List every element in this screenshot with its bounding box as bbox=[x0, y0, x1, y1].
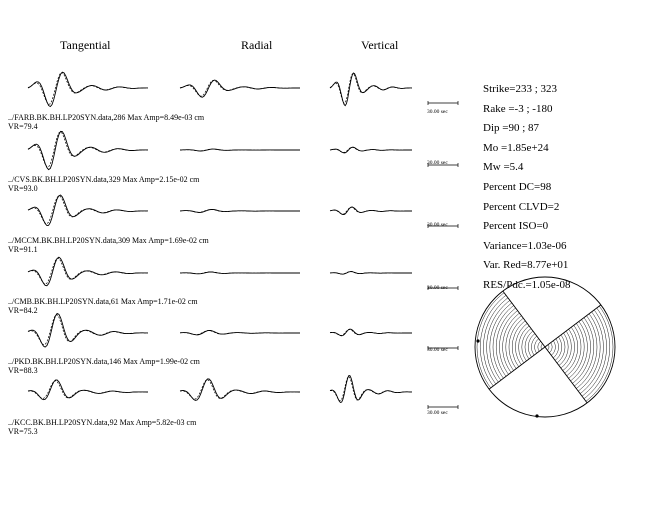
synthetic-trace bbox=[329, 206, 412, 215]
scale-bar bbox=[427, 346, 459, 350]
synthetic-trace bbox=[180, 271, 300, 275]
param-percent-iso: Percent ISO=0 bbox=[483, 220, 549, 233]
beachball-group bbox=[474, 276, 616, 418]
synthetic-trace bbox=[179, 80, 300, 97]
scale-bar-label: 30.00 sec bbox=[427, 410, 448, 416]
scale-bar-label: 30.00 sec bbox=[427, 160, 448, 166]
synthetic-trace bbox=[329, 146, 412, 153]
observed-trace bbox=[27, 379, 148, 401]
synthetic-trace bbox=[179, 209, 300, 213]
station-label: ../CVS.BK.BH.LP20SYN.data,329 Max Amp=2.… bbox=[8, 175, 200, 193]
station-label: ../MCCM.BK.BH.LP20SYN.data,309 Max Amp=1… bbox=[8, 236, 209, 254]
scale-bar bbox=[427, 286, 459, 290]
header-tangential: Tangential bbox=[60, 38, 111, 52]
synthetic-trace bbox=[179, 148, 300, 152]
scale-bar-label: 30.00 sec bbox=[427, 347, 448, 353]
synthetic-trace bbox=[27, 195, 148, 225]
synthetic-trace bbox=[329, 73, 412, 104]
synthetic-trace bbox=[329, 329, 412, 336]
scale-bar-label: 30.00 sec bbox=[427, 285, 448, 291]
observed-trace bbox=[27, 130, 148, 171]
scale-bar bbox=[427, 163, 459, 167]
station-label: ../KCC.BK.BH.LP20SYN.data,92 Max Amp=5.8… bbox=[8, 418, 197, 436]
header-radial: Radial bbox=[241, 38, 273, 52]
param-var-red: Var. Red=8.77e+01 bbox=[483, 259, 569, 272]
observed-trace bbox=[329, 375, 413, 404]
param-strike: Strike=233 ; 323 bbox=[483, 83, 558, 95]
param-res-pdc: RES/Pdc.=1.05e-08 bbox=[483, 278, 571, 291]
observed-trace bbox=[179, 378, 300, 401]
scale-bar bbox=[427, 224, 459, 228]
station-label: ../CMB.BK.BH.LP20SYN.data,61 Max Amp=1.7… bbox=[8, 297, 198, 315]
station-label: ../PKD.BK.BH.LP20SYN.data,146 Max Amp=1.… bbox=[8, 357, 200, 375]
p-axis-marker bbox=[476, 339, 480, 343]
nodal-plane bbox=[502, 290, 588, 404]
param-mo: Mo =1.85e+24 bbox=[483, 141, 549, 154]
t-axis-marker bbox=[535, 414, 539, 418]
synthetic-trace bbox=[27, 380, 148, 399]
synthetic-trace bbox=[27, 257, 149, 285]
beachball-outline bbox=[474, 276, 616, 418]
synthetic-trace bbox=[179, 330, 300, 335]
param-mw: Mw =5.4 bbox=[483, 161, 524, 174]
param-dip: Dip =90 ; 87 bbox=[483, 122, 540, 135]
synthetic-trace bbox=[329, 375, 412, 402]
scale-bar-label: 30.00 sec bbox=[427, 222, 448, 228]
synthetic-trace bbox=[27, 72, 148, 105]
param-percent-clvd: Percent CLVD=2 bbox=[483, 200, 560, 213]
source-parameters: Strike=233 ; 323 Rake =-3 ; -180 Dip =90… bbox=[483, 80, 570, 296]
param-rake: Rake =-3 ; -180 bbox=[483, 102, 553, 115]
scale-bar bbox=[427, 101, 459, 105]
observed-trace bbox=[329, 271, 412, 275]
scale-bar-label: 30.00 sec bbox=[427, 109, 448, 115]
param-percent-dc: Percent DC=98 bbox=[483, 180, 552, 193]
header-vertical: Vertical bbox=[361, 38, 399, 52]
synthetic-trace bbox=[179, 379, 300, 400]
scale-bar bbox=[427, 405, 459, 409]
station-label: ../FARB.BK.BH.LP20SYN.data,286 Max Amp=8… bbox=[8, 113, 205, 131]
param-variance: Variance=1.03e-06 bbox=[483, 239, 567, 252]
synthetic-trace bbox=[27, 314, 149, 346]
